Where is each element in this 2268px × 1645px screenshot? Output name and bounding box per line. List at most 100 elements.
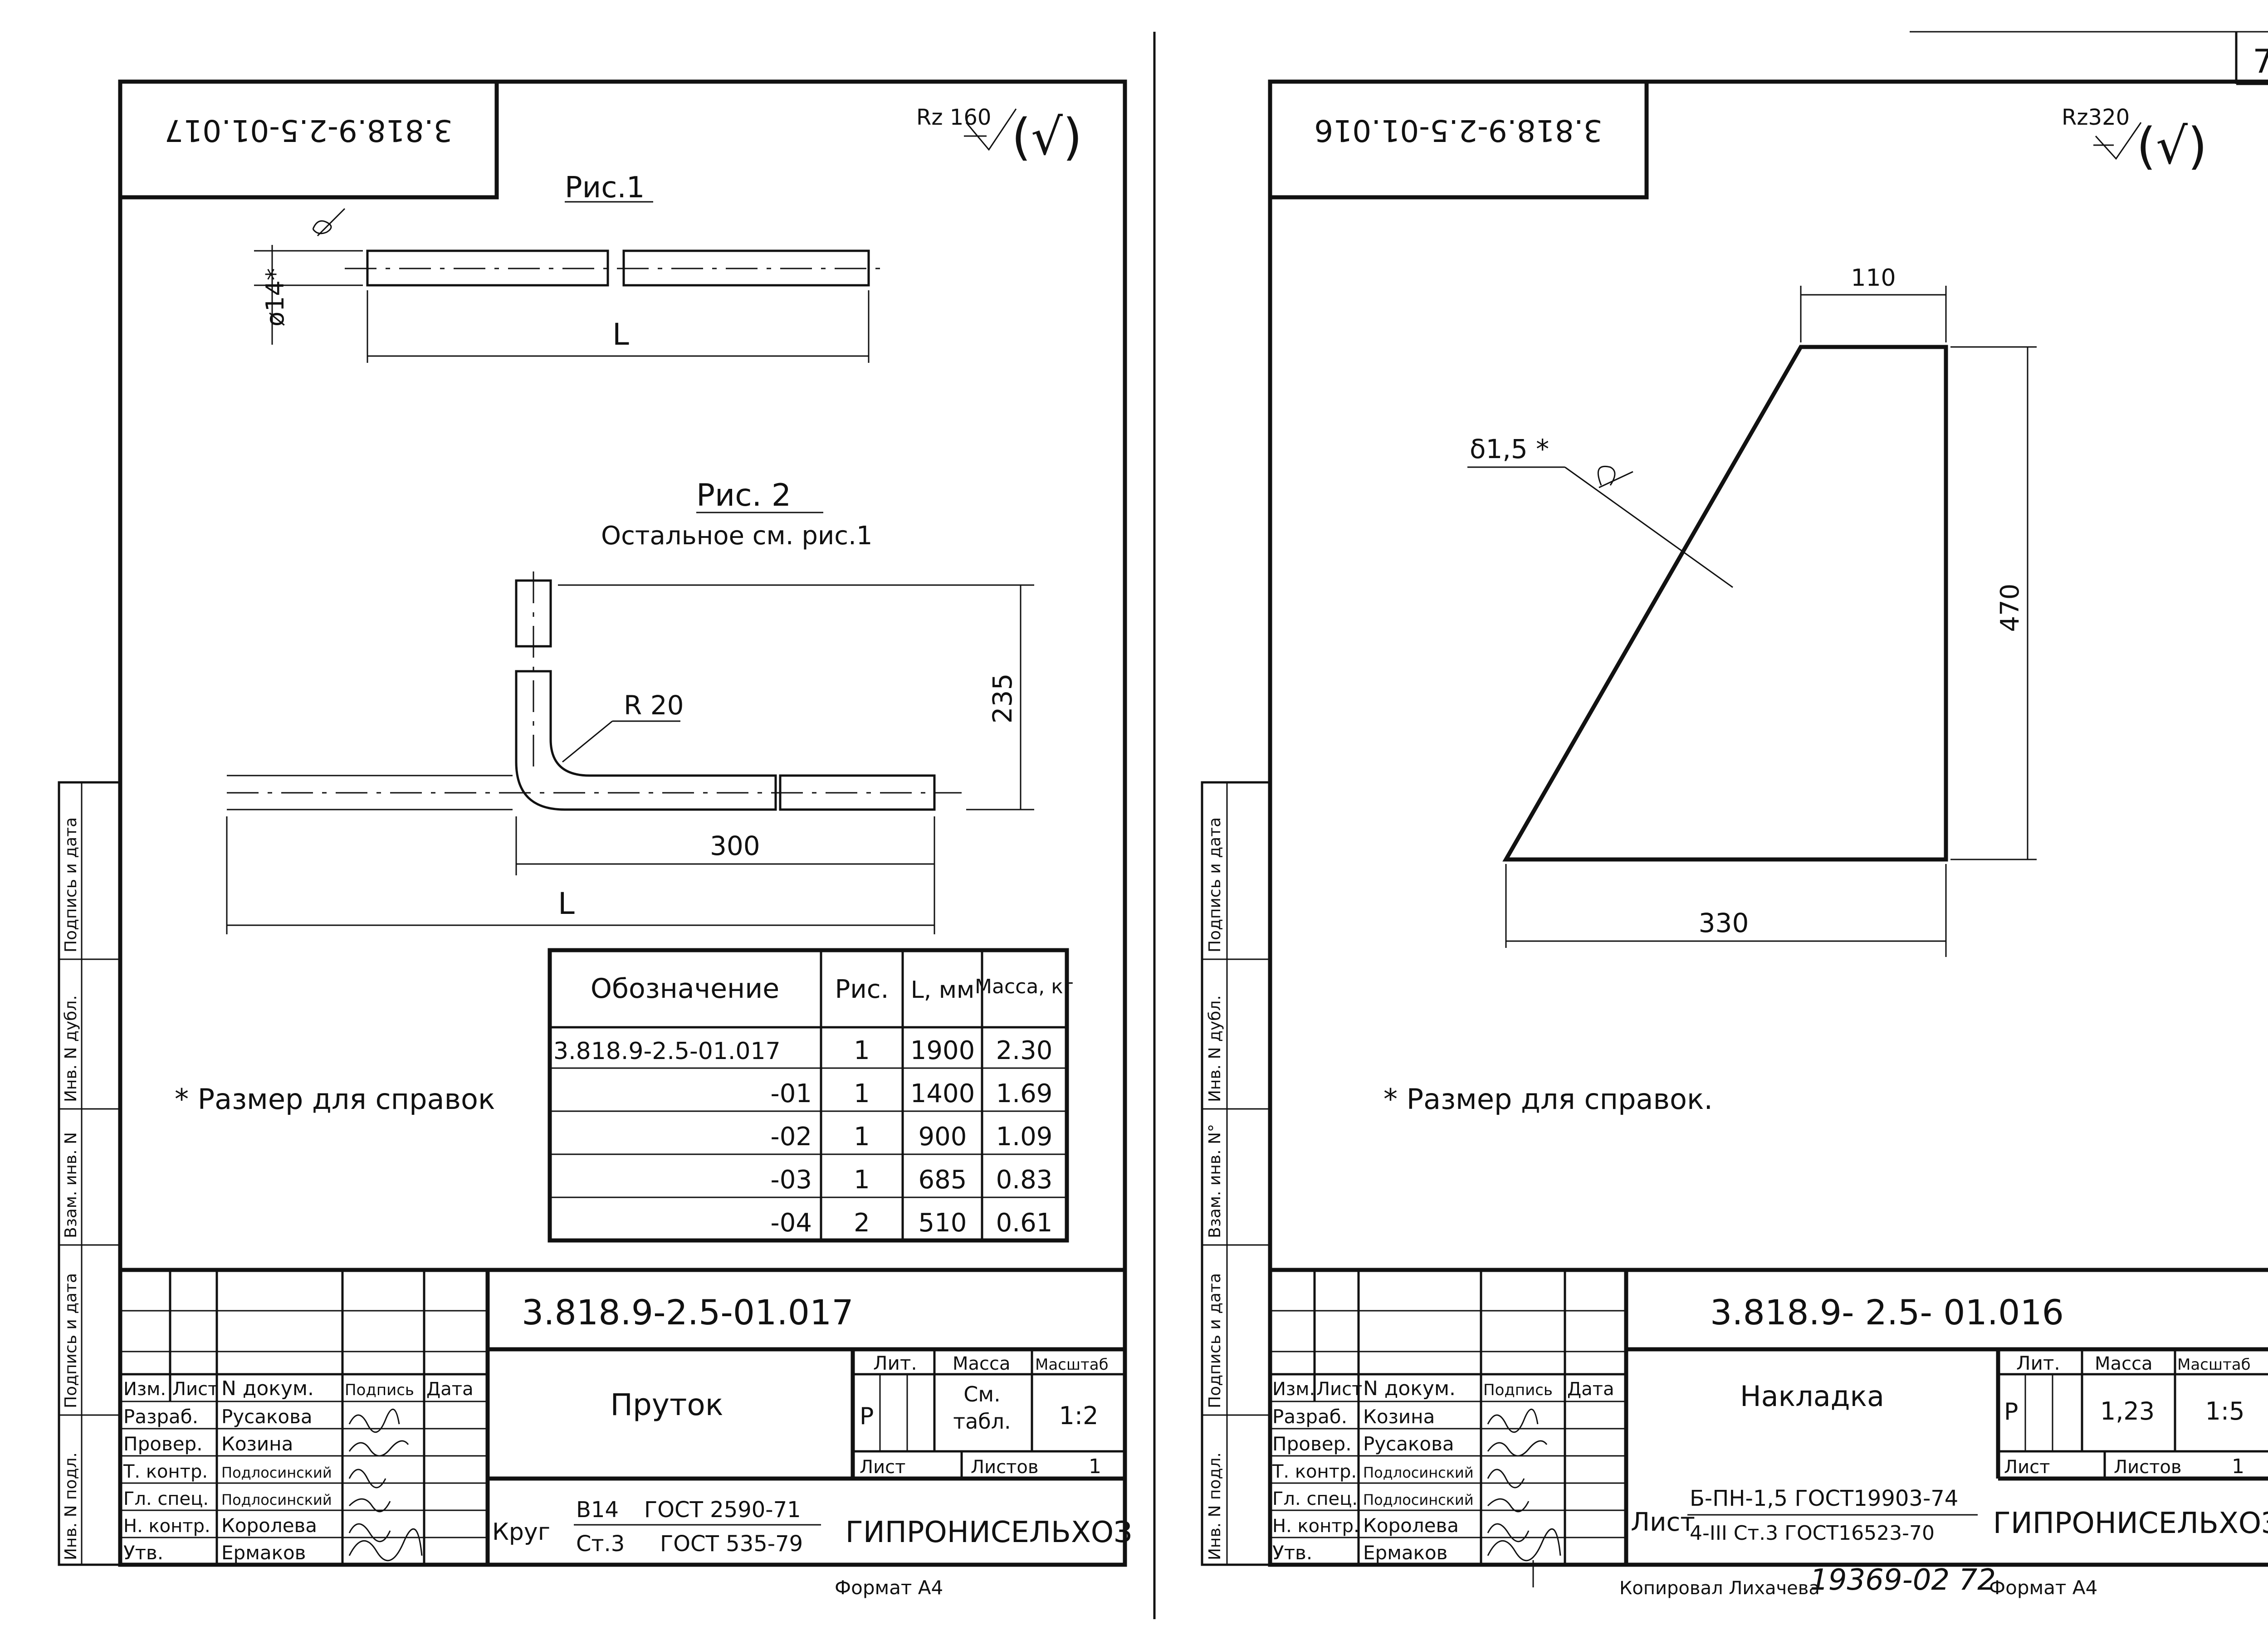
stamp-h-data: Дата: [426, 1379, 474, 1400]
right-roughness-paren: (√): [2136, 117, 2207, 175]
right-title-block: Изм. Лист N докум. Подпись Дата Разраб. …: [1270, 1268, 2268, 1587]
side-label: Инв. N дубл.: [1206, 995, 1224, 1102]
right-order-no: 19369-02 72: [1810, 1563, 1996, 1597]
signature: [348, 1409, 423, 1562]
right-part-name: Накладка: [1740, 1380, 1884, 1413]
plate-outline: [1502, 345, 1948, 862]
side-label: Взам. инв. N: [62, 1132, 80, 1238]
left-org: ГИПРОНИСЕЛЬХОЗ: [846, 1516, 1132, 1549]
stamp-person: Козина: [1363, 1406, 1435, 1428]
side-label: Подпись и дата: [62, 1273, 80, 1408]
table-cell: 685: [919, 1165, 967, 1195]
table-cell: 1: [854, 1036, 870, 1065]
right-org: ГИПРОНИСЕЛЬХОЗ: [1993, 1507, 2268, 1540]
table-cell: -03: [771, 1165, 812, 1195]
left-mass-value-2: табл.: [953, 1409, 1011, 1434]
table-cell: 1: [854, 1165, 870, 1195]
page-number-box: 70: [1910, 31, 2268, 85]
left-material-gost-2: ГОСТ 535-79: [660, 1531, 803, 1557]
left-mass-value-1: См.: [963, 1382, 1000, 1406]
left-mass-label: Масса: [953, 1353, 1011, 1374]
right-mass-label: Масса: [2095, 1353, 2153, 1374]
table-cell: 1.69: [996, 1079, 1053, 1108]
left-lit-value: Р: [860, 1403, 874, 1430]
left-fig1-dia: ø14*: [261, 268, 289, 327]
stamp-person: Королева: [1363, 1514, 1459, 1537]
stamp-person: Ермаков: [1363, 1542, 1447, 1564]
side-label: Взам. инв. N°: [1206, 1124, 1224, 1238]
stamp-person: Русакова: [221, 1406, 313, 1428]
table-cell: 1900: [910, 1036, 975, 1065]
left-sheets-value: 1: [1089, 1455, 1101, 1478]
left-table-h-mass: Масса, кг: [975, 975, 1074, 998]
left-part-name: Пруток: [610, 1387, 723, 1422]
stamp-h-ndoc: N докум.: [221, 1377, 314, 1400]
left-material-num-1: В14: [576, 1497, 619, 1523]
left-scale-label: Масштаб: [1035, 1356, 1109, 1374]
stamp-role: Провер.: [123, 1433, 203, 1455]
right-mass-value: 1,23: [2100, 1397, 2155, 1425]
signature: [1487, 1409, 1561, 1587]
right-dim-110: 110: [1851, 264, 1896, 292]
stamp-person: Подлосинский: [1363, 1491, 1474, 1508]
stamp-person: Королева: [221, 1514, 317, 1537]
table-cell: 1.09: [996, 1122, 1053, 1152]
left-sheet-label: Лист: [860, 1457, 905, 1478]
left-roughness: Rz 160: [916, 105, 991, 130]
left-code-rotated: 3.818.9-2.5-01.017: [164, 113, 452, 148]
left-scale-value: 1:2: [1059, 1401, 1099, 1430]
left-fig2-h: 235: [987, 674, 1018, 724]
right-scale-label: Масштаб: [2177, 1356, 2251, 1374]
table-cell: -02: [771, 1122, 812, 1152]
left-table-h-len: L, мм: [911, 976, 975, 1004]
table-cell: 510: [919, 1208, 967, 1238]
left-material-prefix: Круг: [492, 1518, 550, 1546]
right-material-prefix: Лист: [1631, 1508, 1695, 1537]
right-dim-470: 470: [1995, 584, 2025, 632]
stamp-person: Подлосинский: [221, 1491, 332, 1508]
left-fig2-note: Остальное см. рис.1: [601, 521, 873, 551]
left-lit-label: Лит.: [873, 1352, 917, 1374]
left-doc-code: 3.818.9-2.5-01.017: [522, 1292, 854, 1333]
right-thickness: δ1,5 *: [1470, 434, 1549, 464]
stamp-person: Подлосинский: [1363, 1464, 1474, 1481]
left-table-h-designation: Обозначение: [591, 973, 779, 1005]
stamp-role: Разраб.: [123, 1406, 198, 1428]
stamp-person: Козина: [221, 1433, 293, 1455]
stamp-role: Провер.: [1272, 1433, 1352, 1455]
left-fig1-title: Рис.1: [565, 171, 645, 205]
table-cell: 1400: [910, 1079, 975, 1108]
stamp-role: Т. контр.: [123, 1461, 208, 1482]
table-cell: -04: [771, 1208, 812, 1238]
right-scale-value: 1:5: [2205, 1397, 2245, 1425]
stamp-role: Утв.: [1272, 1542, 1312, 1564]
stamp-person: Ермаков: [221, 1542, 306, 1564]
left-side-stamp: Подпись и дата Инв. N дубл. Взам. инв. N…: [58, 781, 122, 1566]
stamp-person: Подлосинский: [221, 1464, 332, 1481]
table-cell: 2: [854, 1208, 870, 1238]
left-fig2-len: L: [558, 886, 575, 921]
left-title-block: Изм. Лист N докум. Подпись Дата Разраб. …: [120, 1268, 1132, 1565]
left-ref-note: * Размер для справок: [175, 1083, 495, 1116]
right-ref-note: * Размер для справок.: [1383, 1083, 1713, 1116]
right-sheet-label: Лист: [2004, 1457, 2050, 1478]
table-cell: 2.30: [996, 1036, 1053, 1065]
right-side-stamp: Подпись и дата Инв. N дубл. Взам. инв. N…: [1201, 781, 1271, 1566]
right-code-rotated: 3.818.9-2.5-01.016: [1314, 113, 1602, 148]
left-material-gost-1: ГОСТ 2590-71: [644, 1497, 801, 1523]
right-sheets-label: Листов: [2114, 1457, 2181, 1478]
table-cell: 0.83: [996, 1165, 1053, 1195]
table-cell: 1: [854, 1079, 870, 1108]
right-format: Формат А4: [1989, 1577, 2097, 1599]
table-cell: 0.61: [996, 1208, 1053, 1238]
right-material-top: Б-ПН-1,5 ГОСТ19903-74: [1690, 1486, 1958, 1511]
stamp-h-izm: Изм.: [1272, 1379, 1315, 1400]
side-label: Инв. N подл.: [1206, 1452, 1224, 1560]
left-fig2-radius: R 20: [624, 690, 684, 721]
stamp-role: Гл. спец.: [123, 1489, 209, 1509]
left-roughness-paren: (√): [1012, 108, 1082, 166]
right-material-bottom: 4-III Ст.3 ГОСТ16523-70: [1690, 1522, 1935, 1545]
side-label: Инв. N подл.: [62, 1452, 80, 1560]
stamp-h-podp: Подпись: [345, 1381, 414, 1399]
